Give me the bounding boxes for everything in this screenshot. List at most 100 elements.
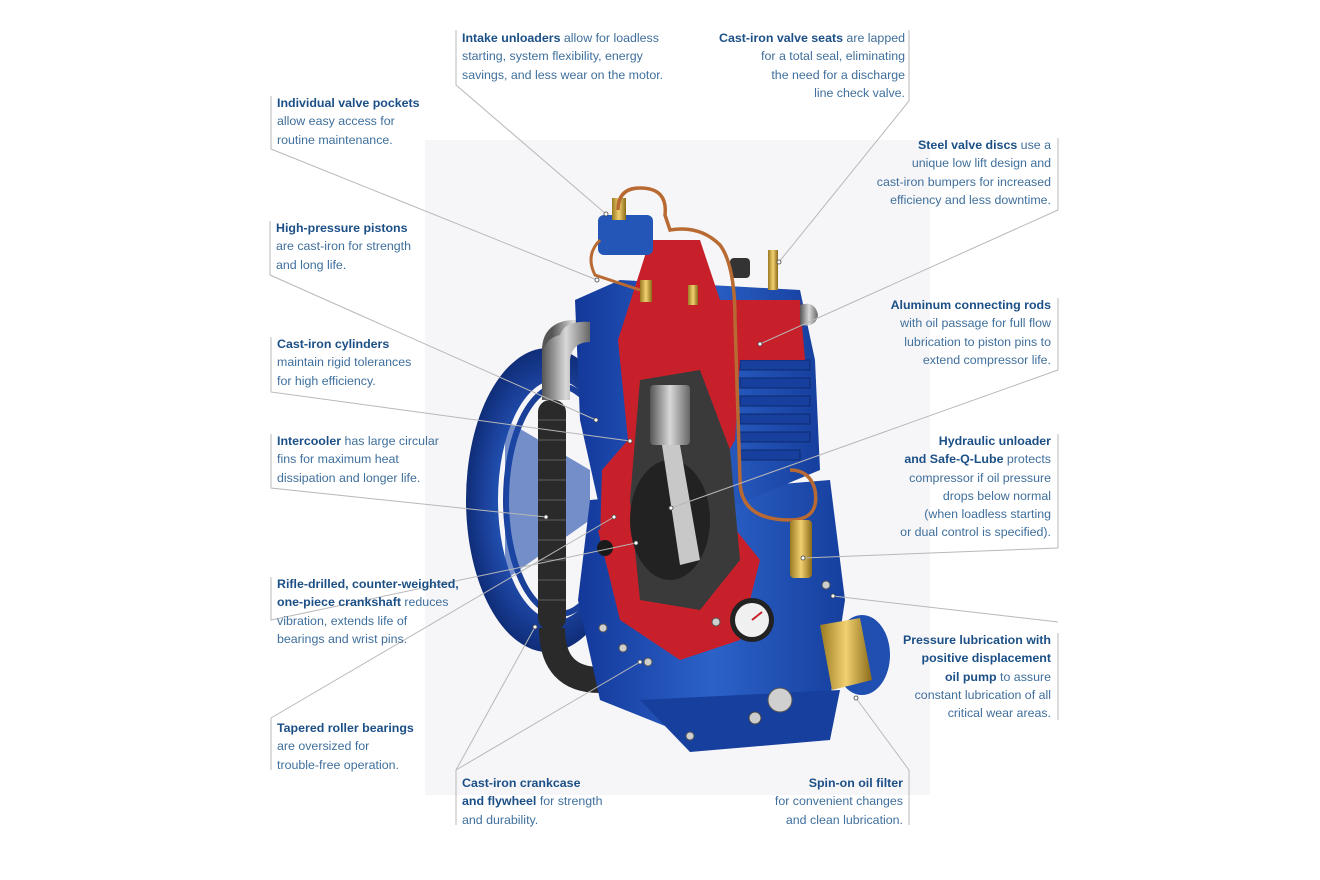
callout-line: allow easy access for [277,112,420,130]
callout-cast-iron-crankcase: Cast-iron crankcase and flywheel for stre… [462,774,603,829]
callout-text: bearings and wrist pins. [277,631,408,646]
callout-heading: Cast-iron crankcase [462,776,581,790]
callout-text: reduces [400,595,449,610]
callout-line: Steel valve discs use a [877,136,1051,154]
callout-intercooler: Intercooler has large circular fins for m… [277,432,439,487]
callout-line: Intake unloaders allow for loadless [462,29,663,47]
callout-text: protects [1003,452,1051,467]
callout-line: (when loadless starting [900,505,1051,523]
callout-steel-valve-discs: Steel valve discs use a unique low lift d… [877,136,1051,209]
callout-heading: High-pressure pistons [276,221,408,235]
callout-line: dissipation and longer life. [277,469,439,487]
callout-text: and durability. [462,812,539,827]
callout-text: cast-iron bumpers for increased [876,174,1051,189]
callout-line: are cast-iron for strength [276,237,411,255]
callout-text: and long life. [276,257,347,272]
callout-line: the need for a discharge [719,66,905,84]
callout-heading: and Safe-Q-Lube [904,452,1004,467]
callout-text: are oversized for [277,739,370,754]
callout-text: compressor if oil pressure [909,470,1051,485]
callout-text: constant lubrication of all [914,687,1051,702]
callout-heading: Individual valve pockets [277,96,420,110]
callout-heading: one-piece crankshaft [277,595,401,610]
callout-line: oil pump to assure [903,668,1051,686]
callout-tapered-roller-bearings: Tapered roller bearings are oversized for… [277,719,414,774]
callout-text: savings, and less wear on the motor. [462,67,664,82]
callout-line: compressor if oil pressure [900,469,1051,487]
callout-heading: oil pump [944,669,997,684]
copper-tubing [616,186,818,522]
callout-text: (when loadless starting [924,507,1051,522]
callout-line: cast-iron bumpers for increased [877,173,1051,191]
callout-line: fins for maximum heat [277,450,439,468]
callout-high-pressure-pistons: High-pressure pistons are cast-iron for s… [276,219,411,274]
leader-dots [532,211,859,701]
callout-heading: and flywheel [462,794,537,809]
callout-line: Individual valve pockets [277,94,420,112]
callout-line: for a total seal, eliminating [719,47,905,65]
callout-line: and long life. [276,256,411,274]
callout-line: unique low lift design and [877,154,1051,172]
callout-text: trouble-free operation. [277,757,399,772]
callout-line: constant lubrication of all [903,686,1051,704]
callout-line: lubrication to piston pins to [891,333,1051,351]
callout-text: with oil passage for full flow [900,316,1051,331]
callout-text: for high efficiency. [277,373,376,388]
callout-line: Tapered roller bearings [277,719,414,737]
callout-line: maintain rigid tolerances [277,353,411,371]
callout-line: savings, and less wear on the motor. [462,66,663,84]
callout-text: use a [1017,138,1051,152]
callout-line: High-pressure pistons [276,219,411,237]
discharge-elbow [542,321,590,400]
callout-text: has large circular [341,434,439,448]
callout-text: efficiency and less downtime. [890,192,1051,207]
callout-text: vibration, extends life of [277,613,408,628]
callout-text: drops below normal [942,488,1051,503]
callout-text: fins for maximum heat [277,452,399,467]
callout-text: unique low lift design and [911,156,1051,171]
callout-line: Intercooler has large circular [277,432,439,450]
callout-text: line check valve. [814,85,905,100]
callout-heading: Rifle-drilled, counter-weighted, [277,577,459,591]
callout-intake-unloaders: Intake unloaders allow for loadless start… [462,29,663,84]
callout-text: for convenient changes [774,794,903,809]
callout-line: Pressure lubrication with [903,631,1051,649]
callout-line: Aluminum connecting rods [891,296,1051,314]
callout-text: extend compressor life. [922,352,1051,367]
callout-line: Cast-iron cylinders [277,335,411,353]
callout-heading: Cast-iron cylinders [277,337,390,351]
callout-line: drops below normal [900,487,1051,505]
callout-text: maintain rigid tolerances [277,355,412,370]
callout-line: critical wear areas. [903,704,1051,722]
callout-line: for high efficiency. [277,372,411,390]
callout-line: Rifle-drilled, counter-weighted, [277,575,459,593]
callout-text: are lapped [842,31,905,45]
leader-lines [269,30,1059,825]
callout-text: to assure [996,669,1051,684]
callout-text: are cast-iron for strength [276,239,411,254]
callout-line: with oil passage for full flow [891,314,1051,332]
callout-aluminum-connecting-rods: Aluminum connecting rods with oil passage… [891,296,1051,369]
callout-text: allow for loadless [560,31,659,45]
callout-text: critical wear areas. [947,706,1051,721]
callout-heading: Pressure lubrication with [902,633,1051,647]
callout-text: lubrication to piston pins to [904,334,1051,349]
callout-text: allow easy access for [277,114,395,129]
callout-text: for strength [536,794,603,809]
callout-text: or dual control is specified). [900,525,1051,540]
callout-crankshaft: Rifle-drilled, counter-weighted, one-piec… [277,575,459,648]
callout-line: routine maintenance. [277,131,420,149]
callout-line: Spin-on oil filter [775,774,903,792]
callout-line: and clean lubrication. [775,811,903,829]
callout-line: positive displacement [903,649,1051,667]
callout-line: for convenient changes [775,792,903,810]
connecting-rod [662,445,700,565]
callout-line: extend compressor life. [891,351,1051,369]
piston [650,385,690,445]
callout-text: starting, system flexibility, energy [462,49,643,64]
callout-heading: Tapered roller bearings [277,721,414,735]
